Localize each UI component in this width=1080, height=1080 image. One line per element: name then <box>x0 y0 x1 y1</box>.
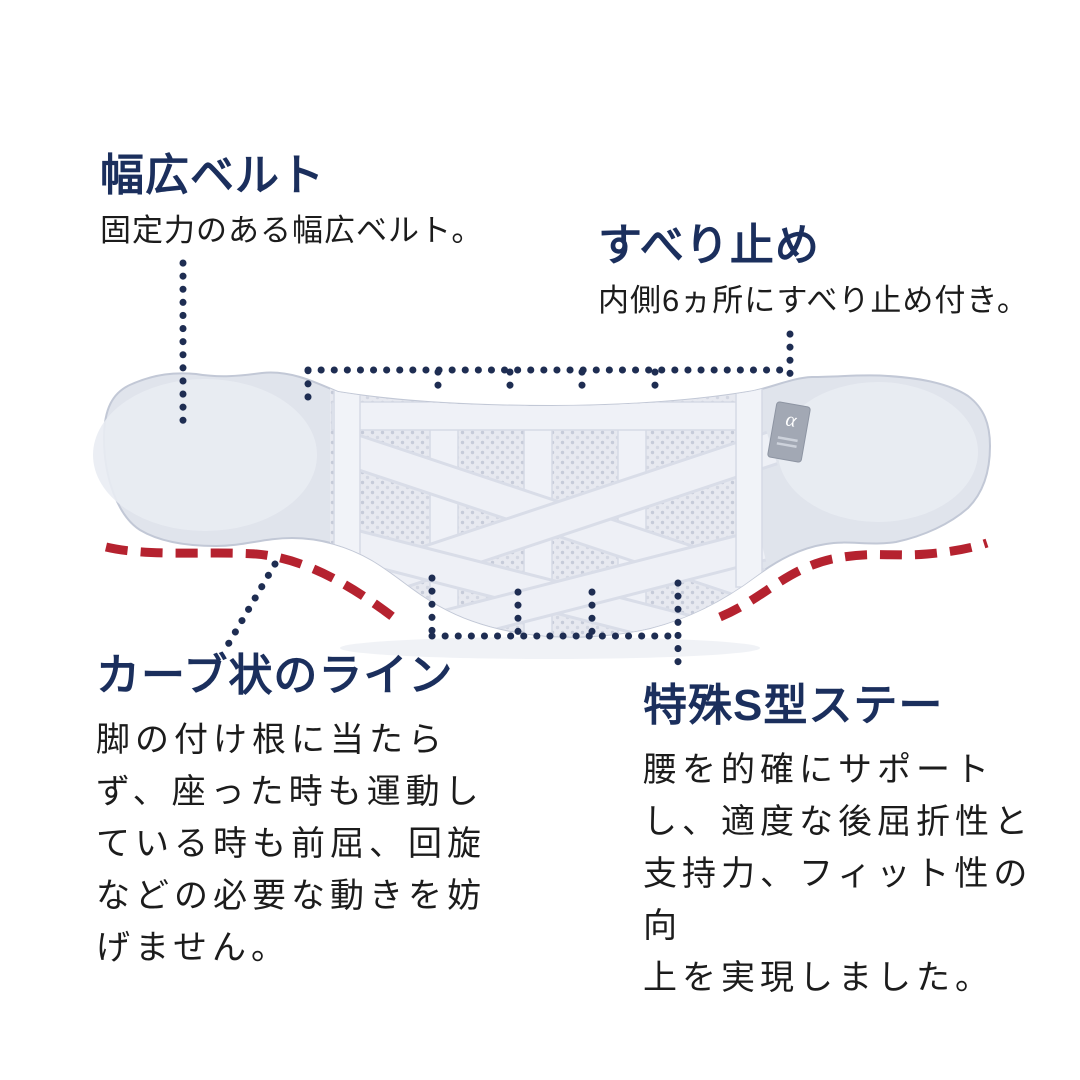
mesh-edge-bindings <box>333 379 763 588</box>
anti-slip-title: すべり止め <box>598 221 820 270</box>
callout-anti-slip: すべり止め 内側6ヵ所にすべり止め付き。 <box>598 221 1058 322</box>
top-strap <box>331 401 763 431</box>
curved-line-body: 脚の付け根に当たら ず、座った時も運動し ている時も前屈、回旋 などの必要な動き… <box>96 721 486 968</box>
leader-line-curve <box>222 560 279 652</box>
right-pad-highlight <box>778 382 978 522</box>
s-stay-bracket <box>428 574 682 676</box>
anti-slip-bracket <box>304 330 794 402</box>
curved-line-title: カーブ状のライン <box>96 651 454 700</box>
anti-slip-body: 内側6ヵ所にすべり止め付き。 <box>598 283 1029 319</box>
belt-tag: α <box>767 401 811 463</box>
red-curve-left <box>104 542 396 621</box>
callout-wide-belt: 幅広ベルト 固定力のある幅広ベルト。 <box>100 151 580 252</box>
left-pad-highlight <box>93 379 317 531</box>
callout-curved-line: カーブ状のライン 脚の付け根に当たら ず、座った時も運動し ている時も前屈、回旋… <box>96 651 516 974</box>
belt-shadow <box>340 637 760 659</box>
s-stay-body: 腰を的確にサポート し、適度な後屈折性と 支持力、フィット性の向 上を実現しまし… <box>643 751 1033 998</box>
red-curve-right <box>718 538 989 622</box>
s-stay-title: 特殊S型ステー <box>643 681 944 730</box>
mesh-panel: α <box>330 372 811 637</box>
wide-belt-title: 幅広ベルト <box>100 151 325 200</box>
callout-s-stay: 特殊S型ステー 腰を的確にサポート し、適度な後屈折性と 支持力、フィット性の向… <box>643 681 1063 1004</box>
tag-logo-text: α <box>784 408 799 432</box>
wide-belt-body: 固定力のある幅広ベルト。 <box>100 213 484 249</box>
